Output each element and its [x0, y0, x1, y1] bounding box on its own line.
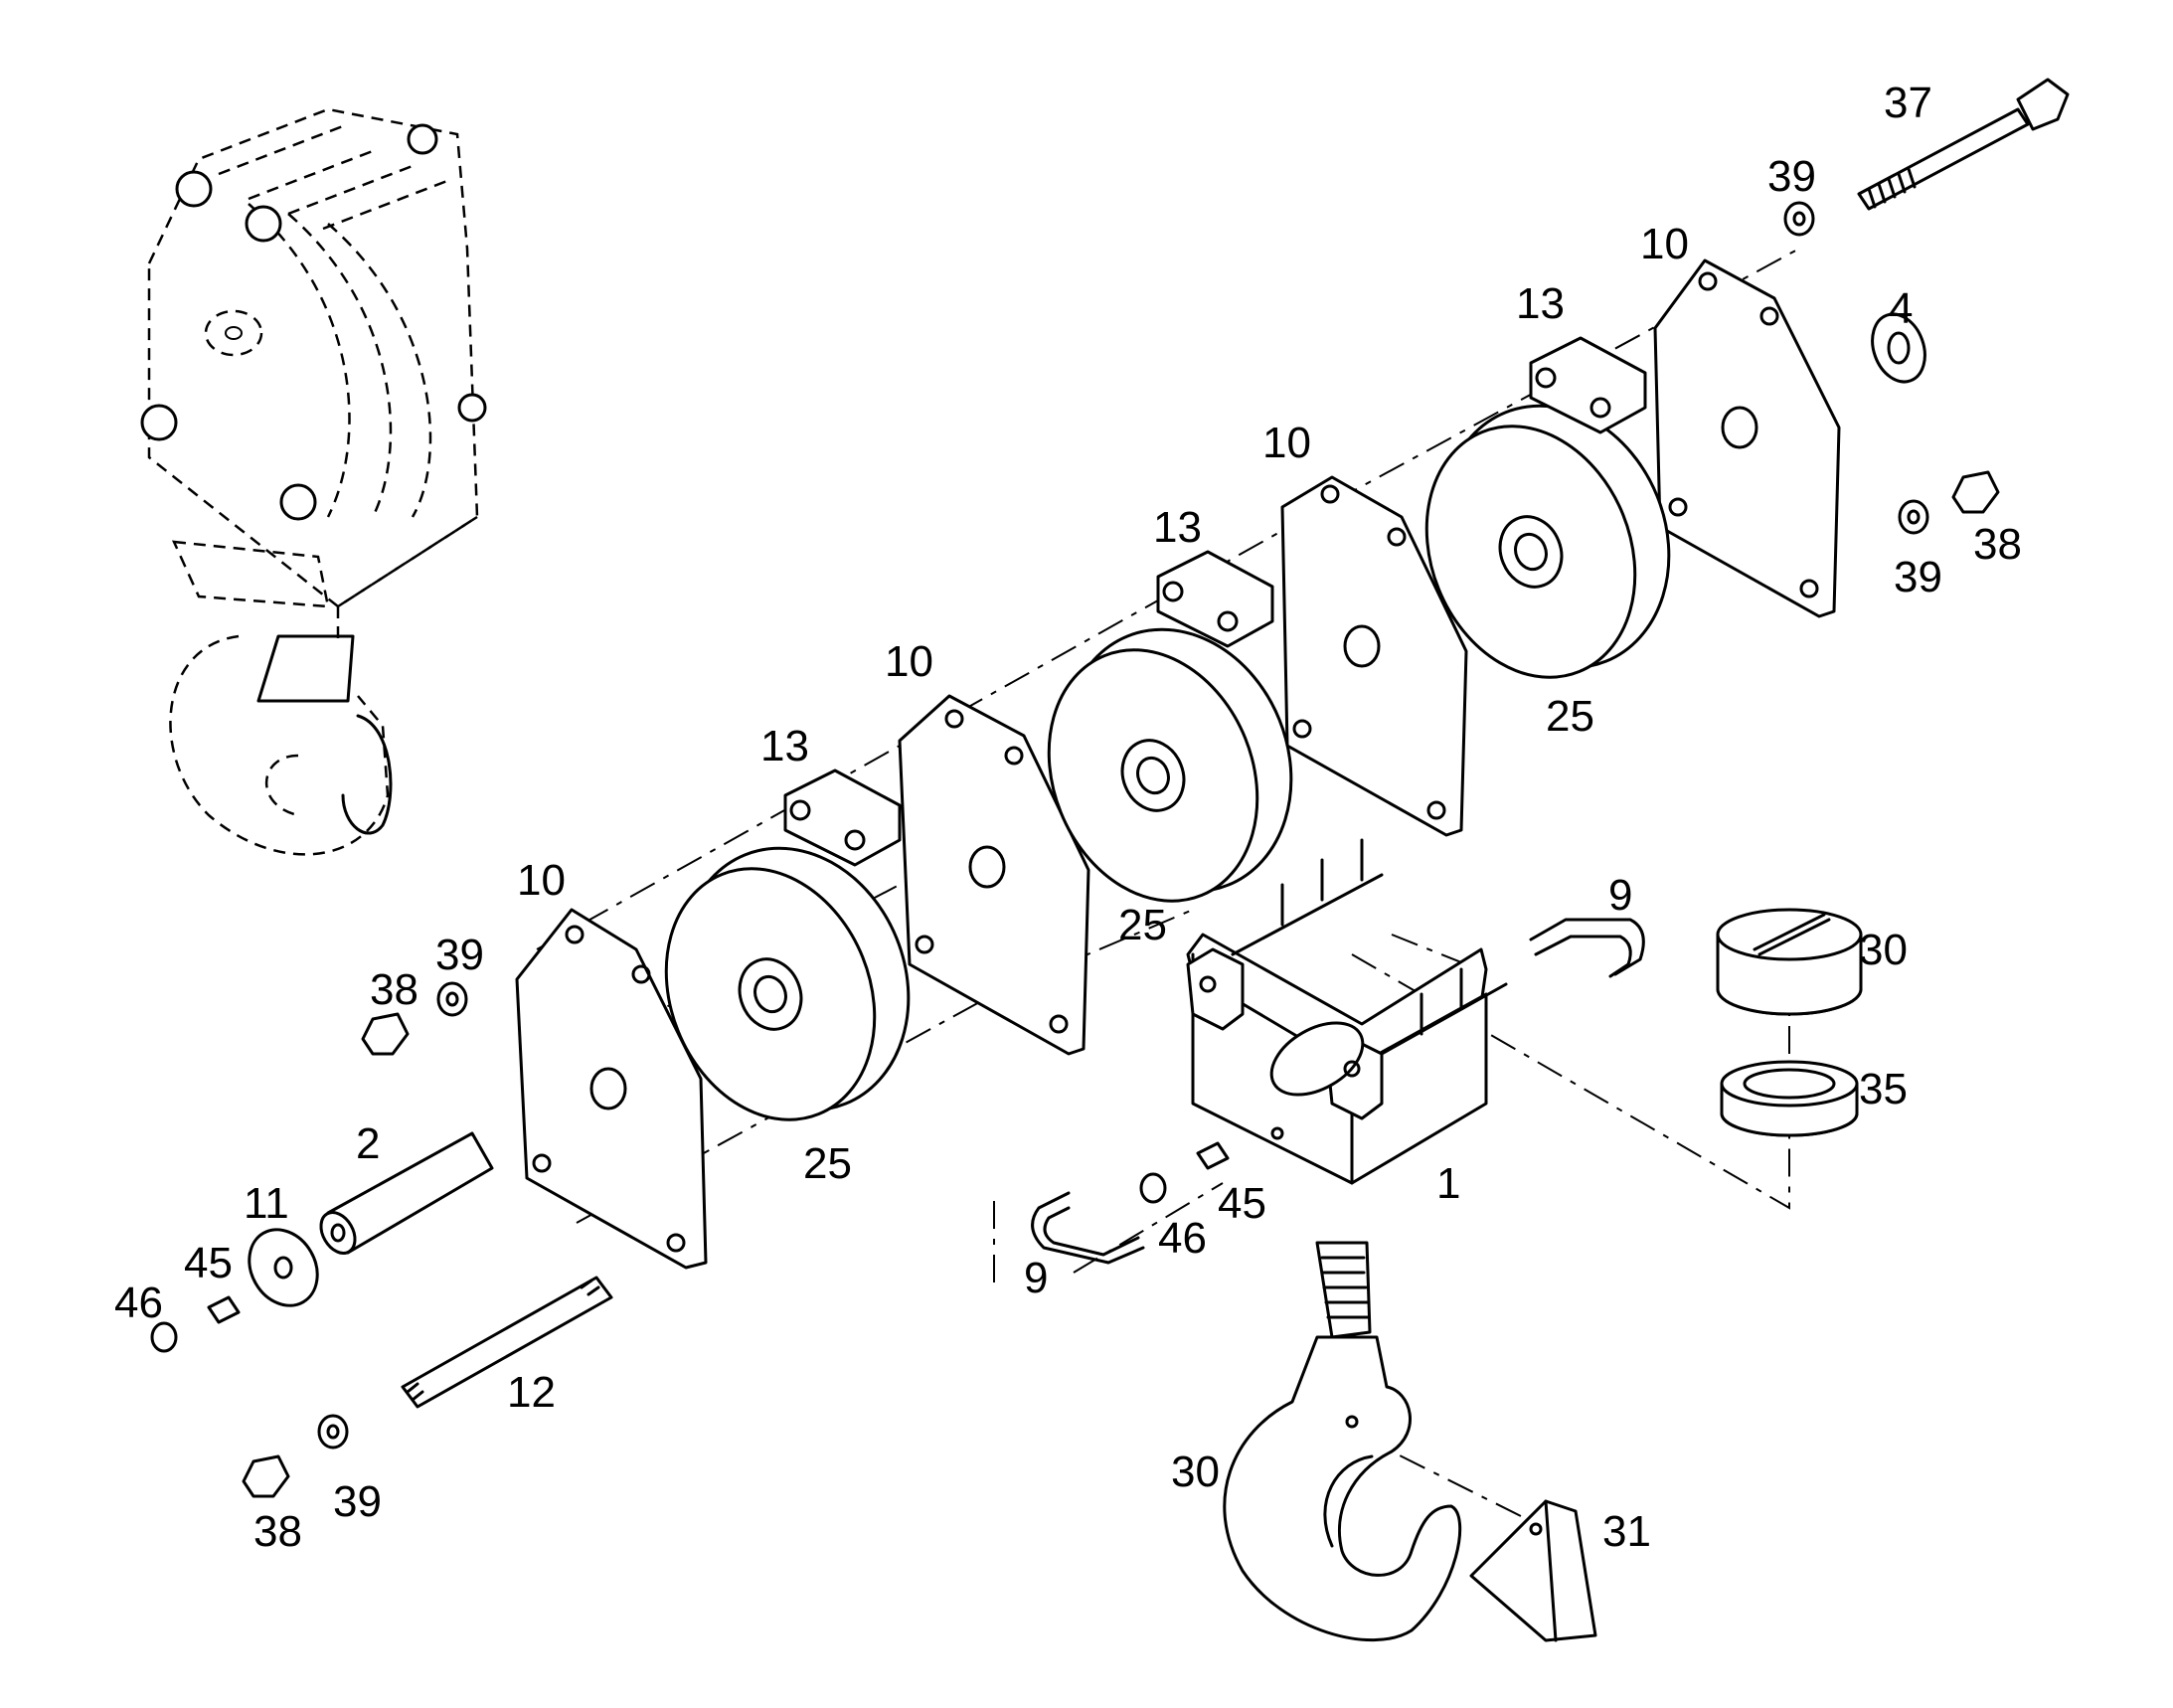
label-13b: 13: [1153, 503, 1202, 552]
side-plate-2: [898, 694, 1090, 1056]
washer-11: [248, 1228, 319, 1307]
label-39d: 39: [333, 1477, 382, 1526]
label-9a: 9: [1608, 871, 1632, 920]
label-2: 2: [356, 1119, 380, 1168]
label-38c: 38: [253, 1507, 302, 1556]
label-25a: 25: [803, 1139, 852, 1188]
grease-fittings: [150, 1141, 1230, 1353]
label-10d: 10: [1640, 220, 1689, 268]
part-labels: 1 2 4 9 9 10 10 10 10 11 12 13 13 13 25 …: [114, 79, 2022, 1556]
label-12: 12: [507, 1368, 556, 1417]
u-bolt-right: [1529, 918, 1645, 978]
pin-2: [319, 1131, 494, 1255]
side-plate-3: [1280, 475, 1468, 837]
assembled-block-ghost: [140, 107, 487, 856]
label-31: 31: [1602, 1507, 1651, 1556]
label-13c: 13: [1516, 279, 1565, 328]
nuts-washers: [242, 201, 2000, 1498]
thrust-bearing: [1720, 1060, 1859, 1137]
label-38a: 38: [1973, 520, 2022, 569]
label-39c: 39: [435, 931, 484, 979]
label-9b: 9: [1024, 1254, 1048, 1302]
label-35: 35: [1859, 1065, 1908, 1113]
label-30b: 30: [1171, 1448, 1220, 1496]
bolt-37: [1857, 78, 2070, 211]
label-1: 1: [1436, 1159, 1460, 1208]
sheave-1: [664, 846, 911, 1121]
label-39a: 39: [1767, 152, 1816, 201]
label-30a: 30: [1859, 926, 1908, 974]
sheave-3: [1424, 404, 1671, 679]
spacer-2: [1156, 550, 1274, 648]
label-10c: 10: [1262, 419, 1311, 467]
label-4: 4: [1889, 284, 1913, 333]
side-plate-1: [515, 908, 708, 1270]
label-38b: 38: [370, 965, 418, 1014]
label-11: 11: [244, 1179, 289, 1228]
label-10b: 10: [885, 637, 933, 686]
label-13a: 13: [760, 722, 809, 770]
safety-latch: [1469, 1499, 1597, 1642]
label-25c: 25: [1546, 692, 1594, 741]
bearing-housing: [1716, 908, 1863, 1016]
label-37: 37: [1884, 79, 1932, 127]
label-45b: 45: [1218, 1179, 1266, 1228]
label-10a: 10: [517, 856, 566, 905]
axle-12: [401, 1276, 613, 1409]
label-46a: 46: [114, 1279, 163, 1327]
label-46b: 46: [1158, 1214, 1207, 1263]
hook: [1223, 1241, 1462, 1642]
label-39b: 39: [1894, 553, 1942, 601]
u-bolt-left: [1031, 1191, 1145, 1265]
sheave-2: [1047, 627, 1293, 903]
label-25b: 25: [1118, 901, 1167, 949]
label-45a: 45: [184, 1239, 233, 1287]
yoke-frame: [1186, 838, 1508, 1185]
spacer-3: [1529, 336, 1647, 434]
spacer-1: [783, 769, 902, 867]
side-plate-4: [1653, 258, 1841, 618]
